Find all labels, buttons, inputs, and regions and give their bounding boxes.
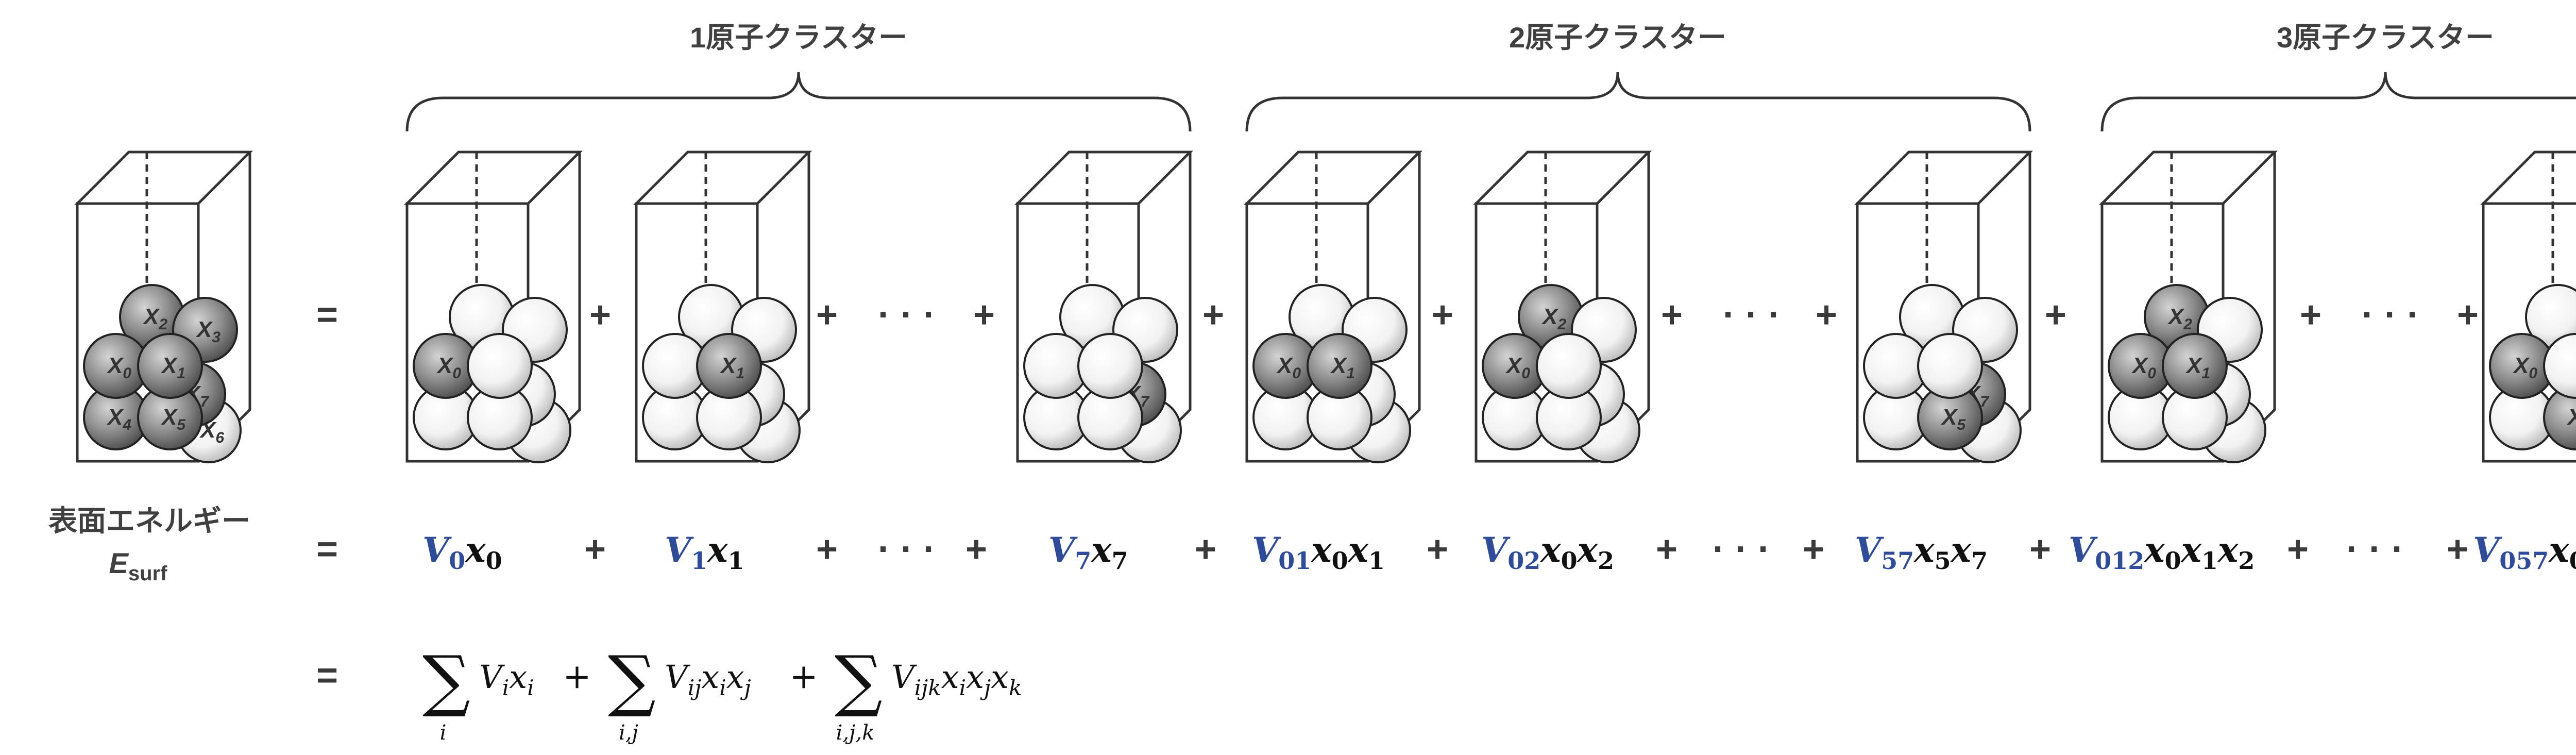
- cluster-box: X0: [403, 150, 583, 463]
- equals-sign: =: [316, 294, 338, 335]
- plus-sign: +: [589, 294, 611, 335]
- sum-term: Vijxixj: [665, 658, 751, 700]
- atom-label: X0: [1505, 353, 1530, 382]
- group-label-1atom: 1原子クラスター: [690, 21, 907, 54]
- atom-highlighted: [137, 333, 203, 399]
- group-label-3atom: 3原子クラスター: [2277, 21, 2494, 54]
- atom-label: X5: [2566, 405, 2576, 433]
- sum-term: Vijkxixjxk: [891, 658, 1022, 700]
- sum-index: i: [440, 721, 447, 745]
- plus-sign: +: [1195, 529, 1216, 570]
- expansion-term: V02x0x2: [1481, 530, 1614, 575]
- equals-sign: =: [316, 655, 338, 696]
- expansion-term: V7x7: [1048, 530, 1128, 575]
- energy-symbol: Esurf: [109, 547, 168, 585]
- atom: [2543, 333, 2576, 399]
- plus-sign: +: [789, 657, 818, 696]
- plus-sign: +: [816, 529, 838, 570]
- atom-label: X0: [2131, 353, 2156, 382]
- plus-sign: +: [584, 529, 606, 570]
- plus-sign: +: [816, 294, 838, 335]
- full-model-box: X6X2X3X7X4X5X0X1: [74, 150, 253, 463]
- plus-sign: +: [1661, 294, 1683, 335]
- brace-2atom: [1245, 72, 2031, 132]
- group-label-2atom: 2原子クラスター: [1509, 21, 1726, 54]
- atom: [467, 333, 533, 399]
- ellipsis: · · ·: [2362, 294, 2419, 335]
- expansion-row: = V0x0 V1x1 V7x7 V01x0x1 V02x0x2 V57x5x7 V012x…: [316, 529, 2576, 575]
- expansion-term: V1x1: [665, 530, 744, 575]
- sum-symbol: ∑: [422, 641, 470, 719]
- plus-sign: +: [563, 657, 591, 696]
- sum-symbol: ∑: [608, 641, 656, 719]
- equals-sign: =: [316, 529, 338, 570]
- plus-sign: +: [1656, 529, 1677, 570]
- cluster-box: X7: [1014, 150, 1194, 463]
- brace-3atom: [2100, 72, 2576, 132]
- expansion-term: V57x5x7: [1855, 530, 1988, 575]
- cluster-group-headers: 1原子クラスター 2原子クラスター 3原子クラスター: [405, 21, 2576, 132]
- plus-sign: +: [1803, 529, 1824, 570]
- expansion-term: V012x0x1x2: [2069, 530, 2255, 575]
- atom: [1077, 333, 1143, 399]
- cluster-boxes: X0X1X7X0X1X2X0X7X5X2X0X1X7X5X0: [403, 150, 2576, 463]
- plus-sign: +: [2029, 529, 2051, 570]
- sum-symbol: ∑: [835, 641, 883, 719]
- plus-sign: +: [973, 294, 995, 335]
- expansion-term: V057x0x5x7: [2473, 530, 2576, 575]
- plus-sign: +: [2287, 529, 2309, 570]
- atom-highlighted: [1307, 333, 1372, 399]
- ellipsis: · · ·: [1713, 529, 1770, 570]
- plus-sign: +: [2045, 294, 2066, 335]
- atom: [1917, 333, 1983, 399]
- plus-sign: +: [965, 529, 987, 570]
- plus-sign: +: [1816, 294, 1837, 335]
- plus-sign: +: [1427, 529, 1448, 570]
- brace-1atom: [405, 72, 1192, 132]
- atom-highlighted: [2543, 384, 2576, 450]
- atom-label: X2: [142, 304, 167, 333]
- surface-energy-label: 表面エネルギー Esurf: [48, 505, 250, 585]
- plus-sign: +: [1202, 294, 1224, 335]
- atom: [1536, 333, 1602, 399]
- atom-highlighted: [2162, 333, 2228, 399]
- ellipsis: · · ·: [1723, 294, 1781, 335]
- plus-sign: +: [1432, 294, 1453, 335]
- plus-sign: +: [2300, 294, 2321, 335]
- cluster-box: X1: [633, 150, 812, 463]
- ellipsis: · · ·: [878, 529, 936, 570]
- cluster-box: X7X5X0: [2480, 150, 2576, 463]
- plus-sign: +: [2457, 294, 2479, 335]
- sum-index: i,j,k: [836, 721, 875, 745]
- atom-highlighted: [696, 333, 762, 399]
- sum-index: i,j: [619, 721, 638, 745]
- cluster-box: X7X5: [1854, 150, 2033, 463]
- row1-operators: = + + · · · + + + + · · · + + + · · · +: [316, 294, 2479, 335]
- ellipsis: · · ·: [878, 294, 936, 335]
- sum-term: Vixi: [479, 658, 534, 700]
- expansion-term: V0x0: [422, 530, 502, 575]
- expansion-term: V01x0x1: [1252, 530, 1385, 575]
- energy-label-text: 表面エネルギー: [48, 505, 250, 537]
- plus-sign: +: [2447, 529, 2468, 570]
- ellipsis: · · ·: [2346, 529, 2404, 570]
